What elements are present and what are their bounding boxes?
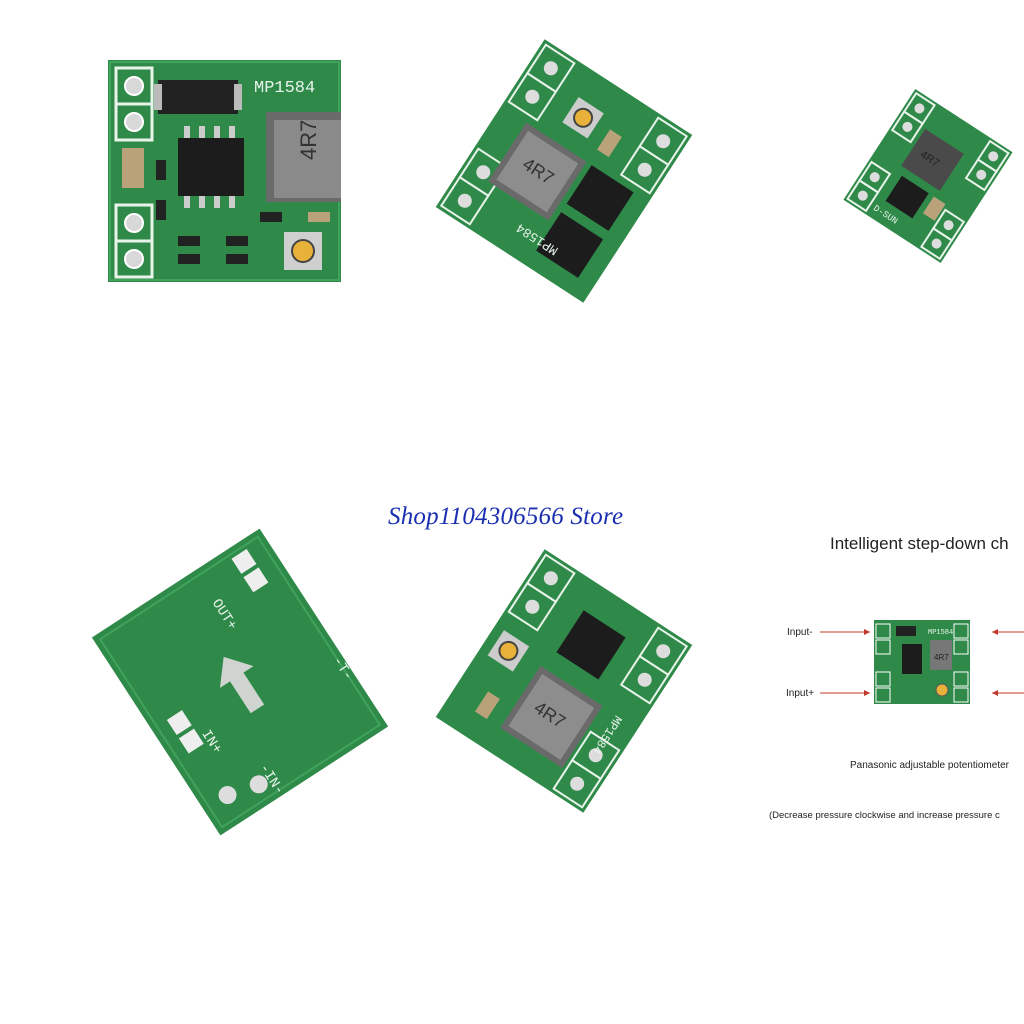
wiring-diagram: MP1584 4R7	[770, 600, 1024, 720]
svg-text:4R7: 4R7	[934, 653, 949, 662]
product-image-angled-2: 4R7 MP1584	[435, 548, 693, 814]
store-watermark: Shop1104306566 Store	[388, 503, 624, 530]
ic-chip	[566, 165, 634, 231]
ic-chip	[178, 138, 244, 196]
label-potentiometer: Panasonic adjustable potentiometer	[850, 760, 1009, 771]
svg-text:MP1584: MP1584	[928, 629, 953, 637]
diode	[158, 80, 238, 114]
inductor	[901, 128, 964, 191]
inductor-label: 4R7	[296, 120, 321, 160]
arrow-icon	[219, 656, 265, 714]
pad-group-left-top	[114, 66, 154, 142]
product-image-small: 4R7 D-SUN	[832, 82, 1024, 270]
label-input-minus: Input-	[787, 627, 813, 638]
label-note: (Decrease pressure clockwise and increas…	[769, 810, 1000, 821]
product-image-back: OUT+ IN+ -IN- -T-	[91, 528, 389, 836]
chip-label: MP1584	[254, 79, 315, 98]
capacitor	[122, 148, 144, 188]
ic-chip	[885, 175, 929, 219]
pad-group-left-bottom	[114, 203, 154, 279]
ic-chip	[556, 610, 626, 680]
label-input-plus: Input+	[786, 688, 815, 699]
potentiometer	[935, 683, 949, 697]
product-image-closeup: MP1584 4R7	[108, 60, 341, 282]
product-image-angled: 4R7 MP1584	[435, 39, 693, 303]
diagram-title: Intelligent step-down ch	[830, 534, 1009, 553]
